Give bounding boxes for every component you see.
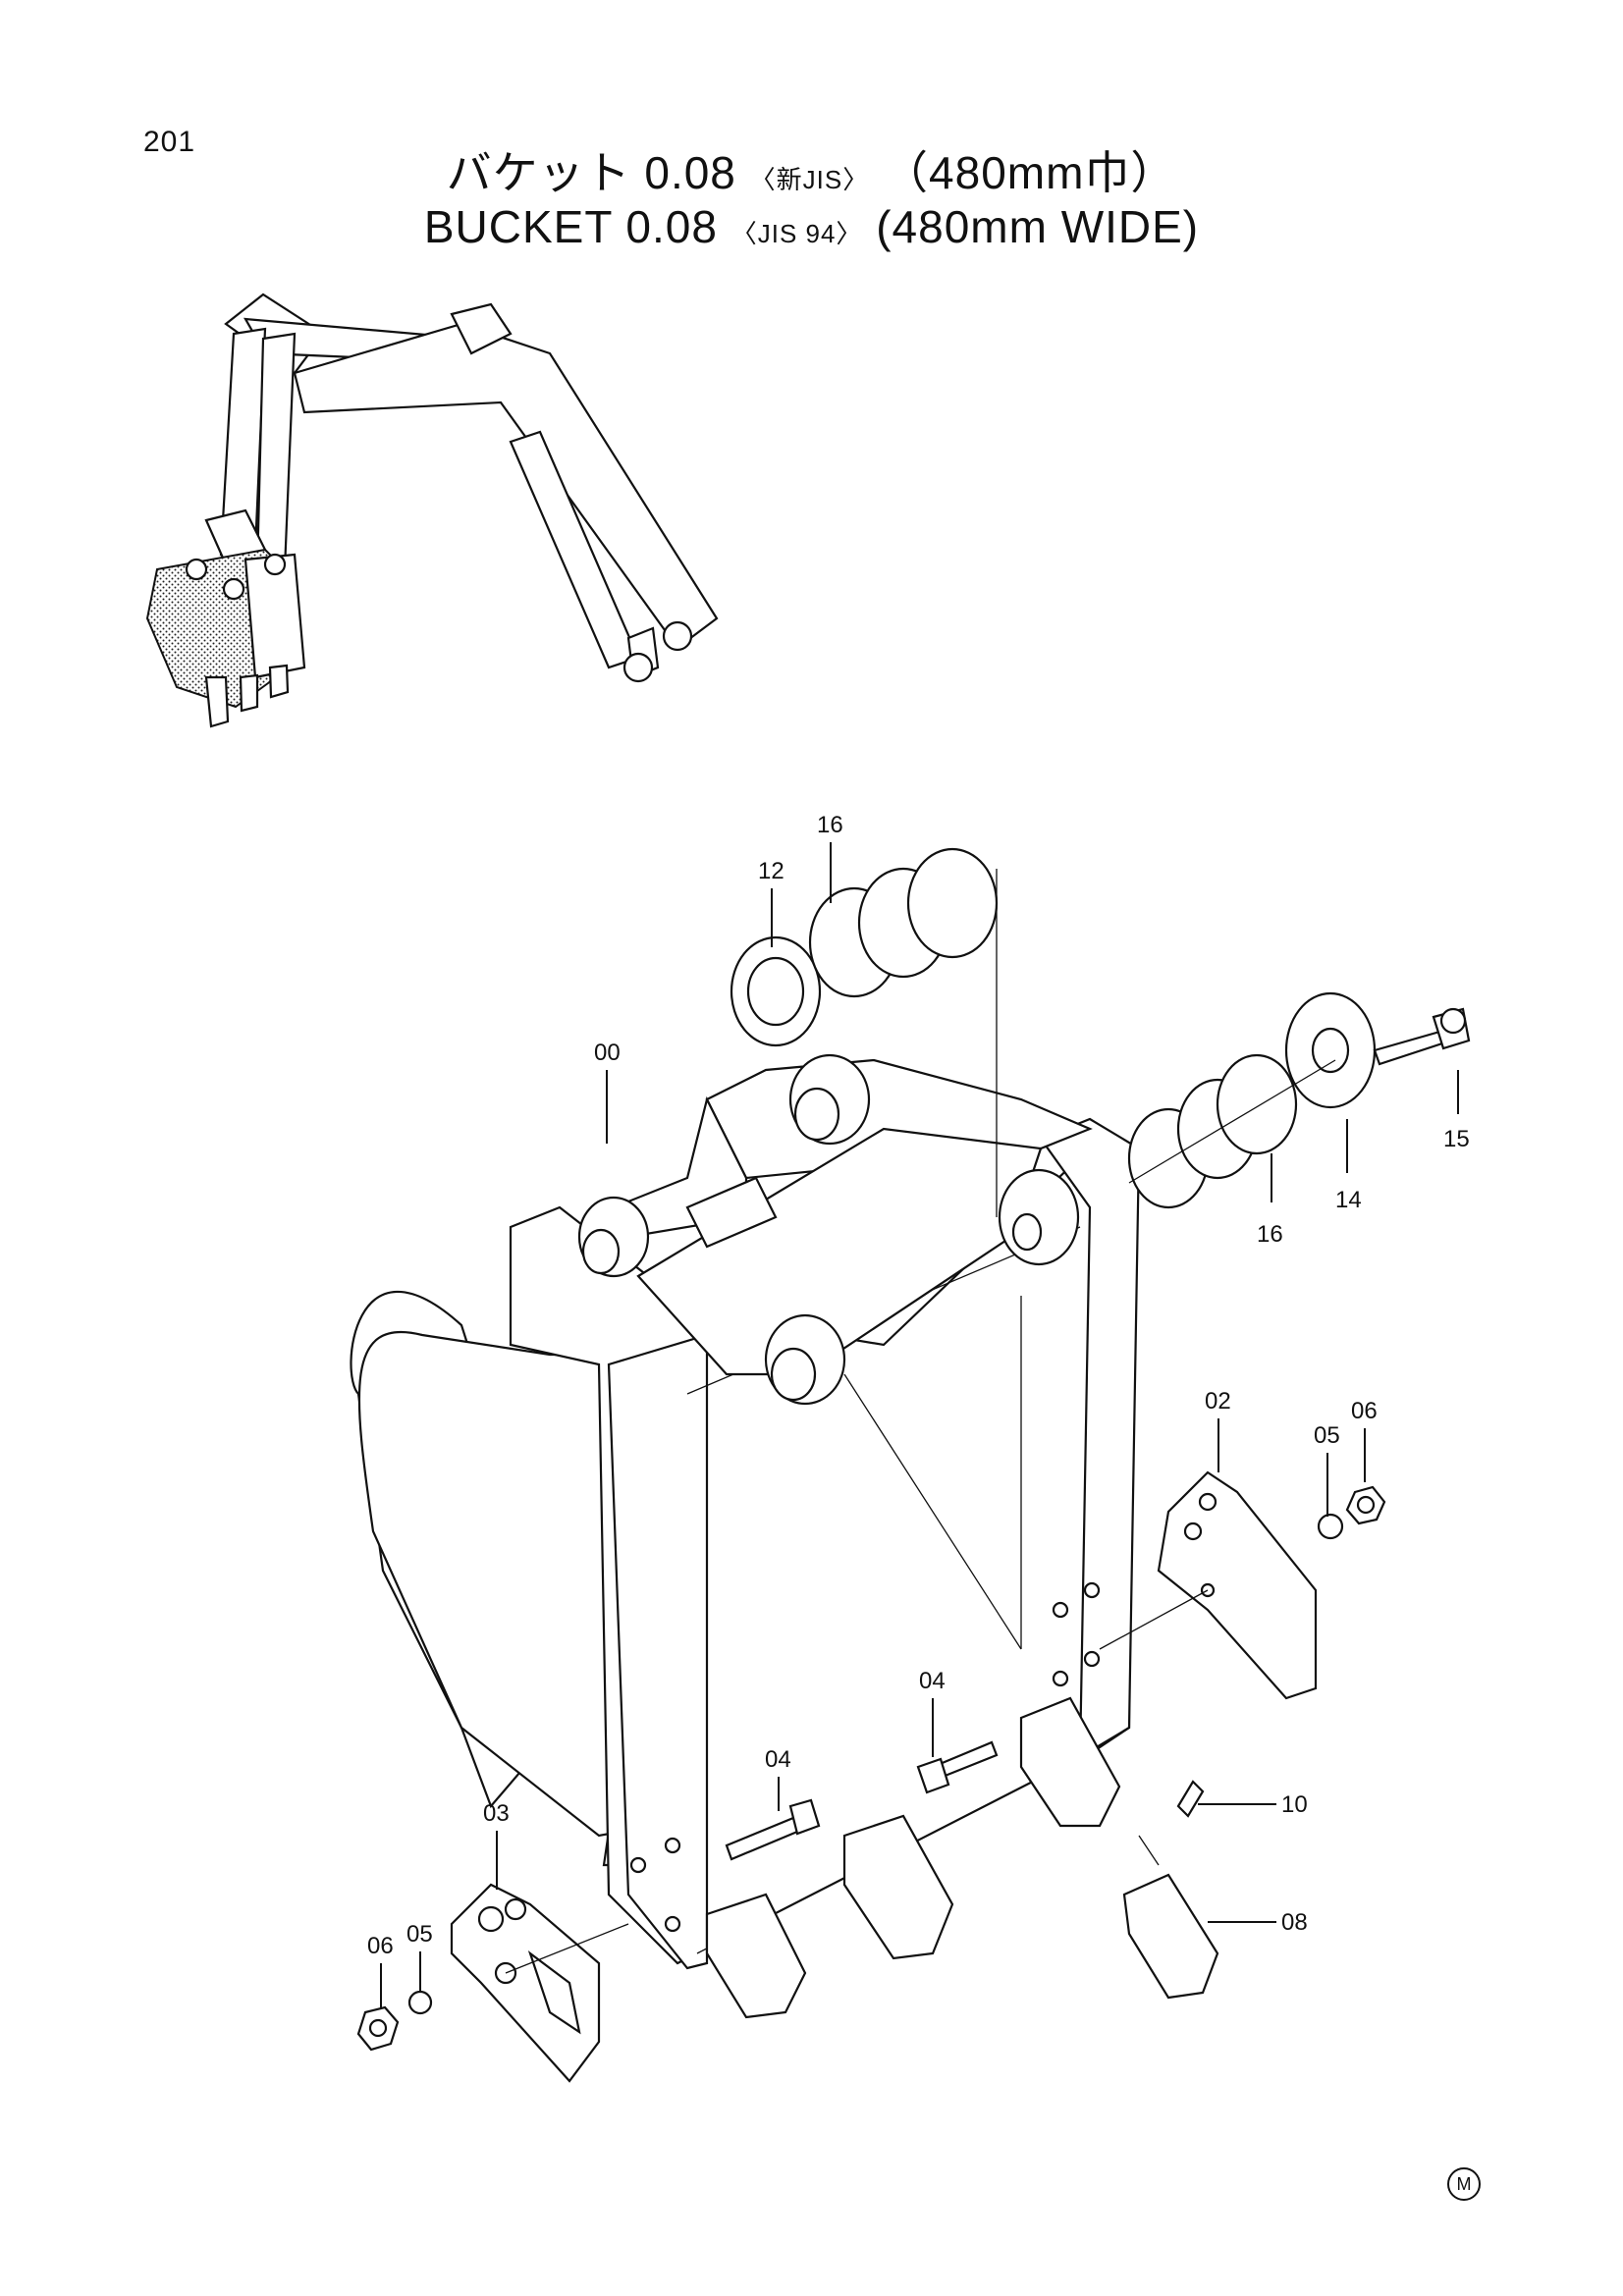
callout-16-upper: 16 bbox=[817, 812, 843, 838]
callout-16-right: 16 bbox=[1257, 1221, 1283, 1248]
page-number: 201 bbox=[143, 126, 196, 158]
callout-04-right: 04 bbox=[919, 1668, 946, 1694]
callout-10: 10 bbox=[1281, 1791, 1308, 1818]
title-jp-std: 〈新JIS〉 bbox=[749, 165, 870, 194]
upper-shim-group bbox=[730, 847, 999, 1217]
title-en-width: (480mm WIDE) bbox=[876, 201, 1200, 252]
bolts-04 bbox=[725, 1740, 999, 1861]
callout-08: 08 bbox=[1281, 1909, 1308, 1936]
corner-m-mark: M bbox=[1447, 2167, 1481, 2201]
title-english: BUCKET 0.08 〈JIS 94〉 (480mm WIDE) bbox=[0, 200, 1623, 253]
callout-12: 12 bbox=[758, 858, 784, 884]
leader-lines bbox=[380, 842, 1459, 2007]
callout-05-right: 05 bbox=[1314, 1422, 1340, 1449]
callout-02: 02 bbox=[1205, 1388, 1231, 1415]
excavator-arm-overview bbox=[145, 293, 719, 728]
callout-00: 00 bbox=[594, 1040, 621, 1066]
callout-14: 14 bbox=[1335, 1187, 1362, 1213]
right-side-cutter-group bbox=[1099, 1470, 1386, 1700]
callout-15: 15 bbox=[1443, 1126, 1470, 1152]
callout-06-left: 06 bbox=[367, 1933, 394, 1959]
bucket-teeth bbox=[705, 1696, 1219, 2019]
title-jp-main: バケット 0.08 bbox=[446, 147, 736, 198]
title-en-std: 〈JIS 94〉 bbox=[730, 219, 863, 248]
callout-04-left: 04 bbox=[765, 1746, 791, 1773]
title-en-main: BUCKET 0.08 bbox=[423, 201, 718, 252]
title-jp-width: （480mm巾） bbox=[883, 147, 1177, 198]
title-japanese: バケット 0.08 〈新JIS〉 （480mm巾） bbox=[0, 137, 1623, 202]
bucket-body bbox=[350, 1053, 1141, 1970]
left-side-cutter-group bbox=[356, 1883, 629, 2083]
callout-06-right: 06 bbox=[1351, 1398, 1378, 1424]
right-shim-group bbox=[1127, 991, 1471, 1209]
callout-03: 03 bbox=[483, 1800, 510, 1827]
callout-05-left: 05 bbox=[406, 1921, 433, 1948]
